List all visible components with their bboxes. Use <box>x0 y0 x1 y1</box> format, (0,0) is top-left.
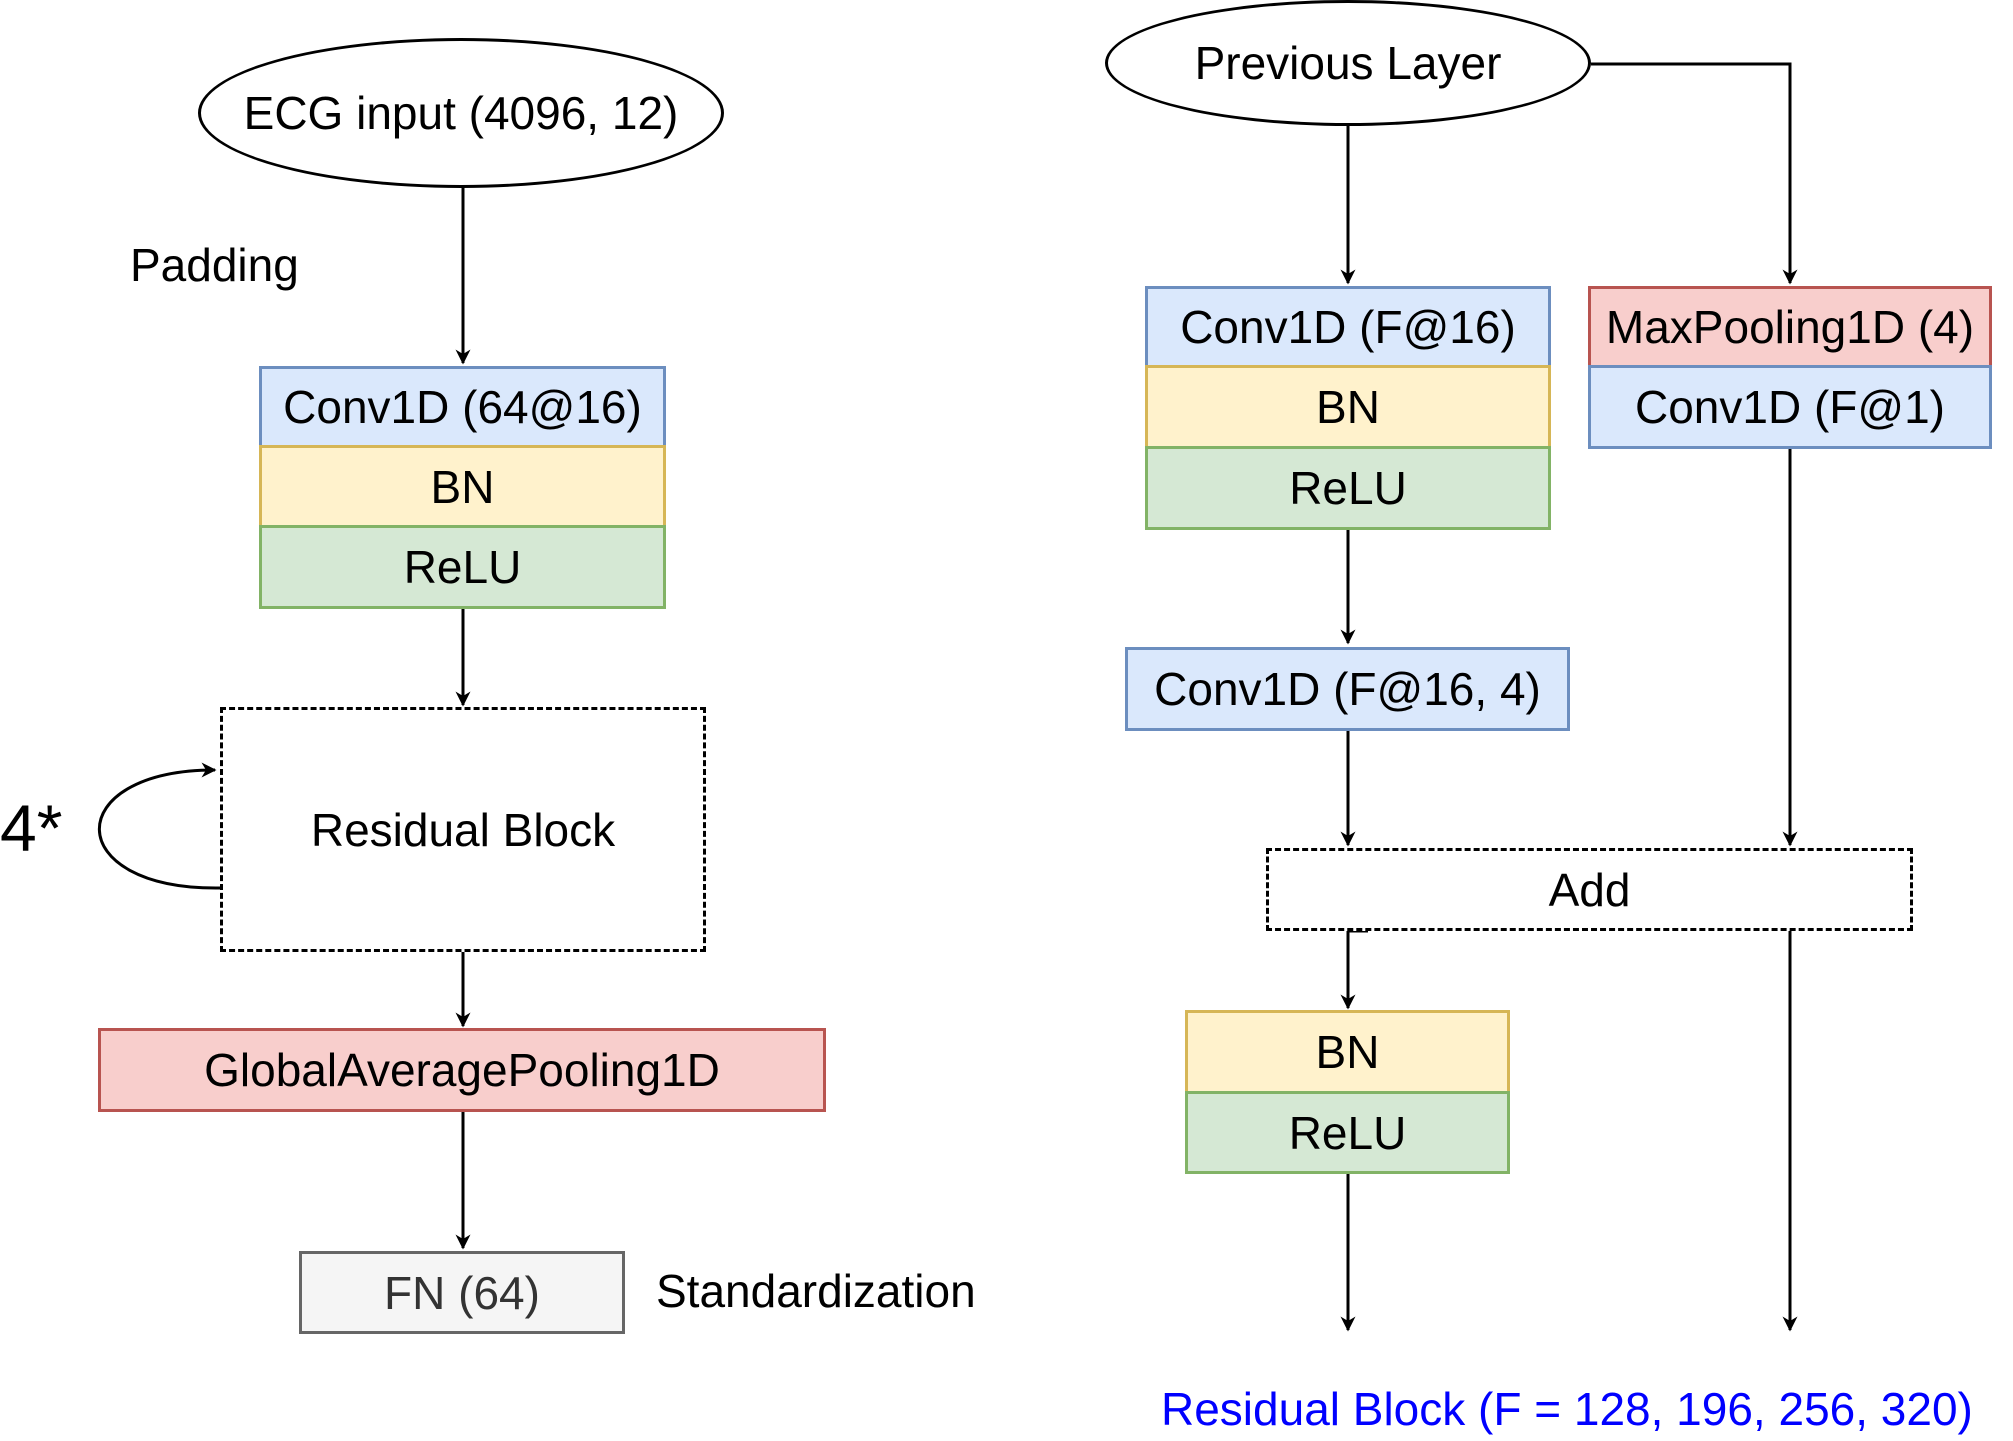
global-average-pooling-node: GlobalAveragePooling1D <box>98 1028 826 1112</box>
conv1d-f-16-4-node: Conv1D (F@16, 4) <box>1125 647 1570 731</box>
skip-conv1d-f-1-node: Conv1D (F@1) <box>1588 365 1992 449</box>
output-relu-node: ReLU <box>1185 1091 1510 1174</box>
residual-block-caption: Residual Block (F = 128, 196, 256, 320) <box>1161 1383 1973 1435</box>
fn-64-node: FN (64) <box>299 1251 625 1334</box>
arrow-previous-to-maxpool <box>1591 62 1798 285</box>
main-bn-node: BN <box>1145 365 1551 449</box>
maxpooling1d-node: MaxPooling1D (4) <box>1588 286 1992 368</box>
residual-block-node: Residual Block <box>220 707 706 952</box>
main-relu-node: ReLU <box>1145 446 1551 530</box>
padding-label: Padding <box>130 239 299 291</box>
ecg-input-node: ECG input (4096, 12) <box>198 38 724 188</box>
add-node: Add <box>1266 848 1913 931</box>
standardization-label: Standardization <box>656 1265 976 1317</box>
relu-node: ReLU <box>259 525 666 609</box>
repeat-count-label: 4* <box>0 791 63 865</box>
conv1d-64-16-node: Conv1D (64@16) <box>259 366 666 448</box>
repeat-loop-arrow <box>98 762 221 890</box>
bn-node: BN <box>259 445 666 528</box>
arrow-add-to-bn <box>1340 929 1368 1010</box>
conv1d-f-16-node: Conv1D (F@16) <box>1145 286 1551 368</box>
output-bn-node: BN <box>1185 1010 1510 1094</box>
previous-layer-node: Previous Layer <box>1105 0 1591 126</box>
